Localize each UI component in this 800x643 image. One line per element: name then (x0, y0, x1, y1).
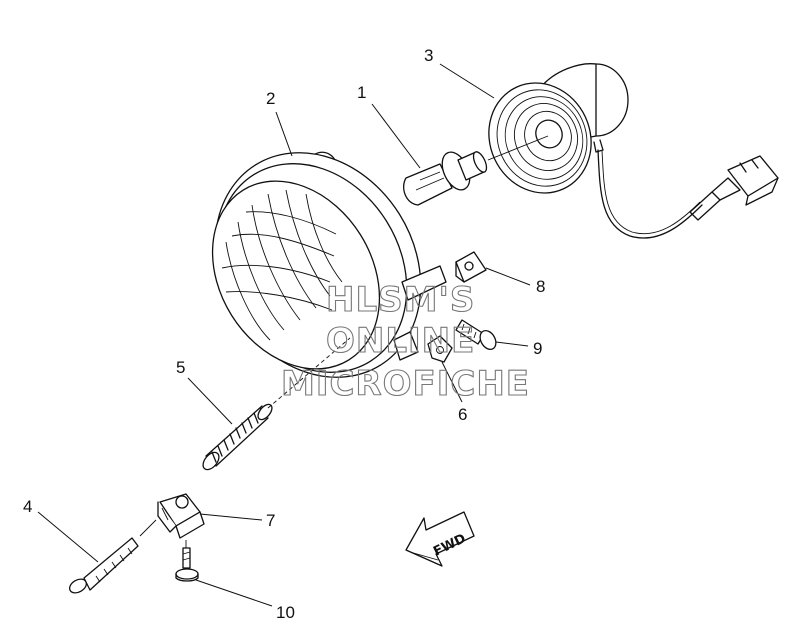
callout-10: 10 (276, 603, 295, 622)
callout-1: 1 (357, 83, 366, 102)
small-screw (175, 547, 199, 582)
spring (202, 337, 351, 471)
callout-9: 9 (533, 339, 542, 358)
headlight-unit (211, 151, 447, 378)
callout-8: 8 (536, 277, 545, 296)
callout-3: 3 (424, 46, 433, 65)
nut-plate (455, 251, 487, 283)
callout-2: 2 (266, 89, 275, 108)
leader-lines (37, 63, 531, 607)
callout-4: 4 (23, 497, 32, 516)
bulb-socket (488, 63, 779, 239)
callout-7: 7 (266, 511, 275, 530)
watermark-line-1: HLSM'S (326, 280, 475, 320)
callout-5: 5 (176, 358, 185, 377)
watermark: HLSM'S ONLINE MICROFICHE (280, 279, 530, 404)
nut-6 (427, 335, 453, 363)
screw-9 (455, 319, 497, 350)
long-bolt (68, 519, 157, 594)
bulb (403, 135, 549, 206)
fwd-arrow: FWD (405, 511, 475, 567)
bracket (157, 493, 205, 550)
watermark-line-3: MICROFICHE (281, 364, 530, 404)
callout-6: 6 (458, 405, 467, 424)
callouts: 1 2 3 4 5 6 7 8 9 10 (23, 46, 545, 622)
watermark-line-2: ONLINE (326, 321, 475, 361)
